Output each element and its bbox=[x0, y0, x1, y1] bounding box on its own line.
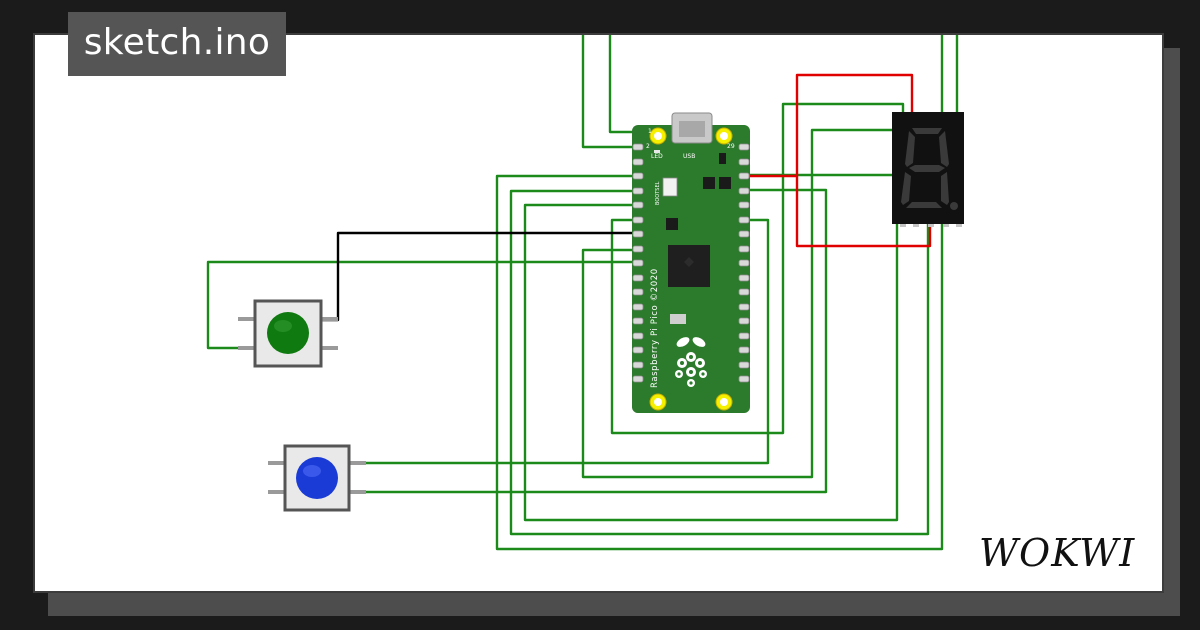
wire-loop-3[interactable] bbox=[495, 174, 944, 551]
pin-label-29: 29 bbox=[727, 143, 735, 150]
chip-small bbox=[719, 153, 726, 164]
pico-board[interactable]: 1 2 29 LED USB BOOTSEL bbox=[632, 112, 750, 413]
led bbox=[654, 150, 660, 153]
wire-loop-1[interactable] bbox=[352, 188, 828, 494]
sketch-title[interactable]: sketch.ino bbox=[68, 12, 286, 76]
seven-segment-display[interactable] bbox=[892, 112, 964, 227]
display-segments bbox=[901, 128, 949, 208]
board-name: Raspberry Pi Pico ©2020 bbox=[650, 268, 660, 388]
flash-pad bbox=[670, 314, 686, 324]
chip-small bbox=[703, 177, 715, 189]
usb-label: USB bbox=[683, 153, 695, 160]
wire-top-1[interactable] bbox=[581, 35, 640, 149]
wire-loop-6[interactable] bbox=[206, 260, 640, 350]
raspberry-logo-icon bbox=[675, 337, 707, 387]
wokwi-logo: WOKWI bbox=[979, 531, 1135, 575]
wire-top-2[interactable] bbox=[608, 35, 640, 134]
led-label: LED bbox=[651, 153, 663, 160]
circuit-canvas[interactable] bbox=[33, 33, 1164, 593]
display-dp bbox=[950, 202, 958, 210]
wire-loop-2[interactable] bbox=[352, 218, 770, 465]
pushbutton-blue[interactable] bbox=[268, 444, 366, 512]
wire-loop-5[interactable] bbox=[523, 203, 899, 522]
ground-wire[interactable] bbox=[322, 231, 640, 322]
wire-disp-a[interactable] bbox=[610, 102, 905, 435]
bootsel-label: BOOTSEL bbox=[655, 181, 661, 205]
wokwi-brand-text: WOKWI bbox=[979, 531, 1135, 575]
chip-small bbox=[666, 218, 678, 230]
power-wire-2[interactable] bbox=[795, 176, 932, 248]
pushbutton-green[interactable] bbox=[238, 299, 338, 368]
wire-loop-4[interactable] bbox=[509, 189, 930, 536]
chip-small bbox=[719, 177, 731, 189]
power-wire[interactable] bbox=[740, 73, 914, 178]
pin-headers[interactable] bbox=[632, 143, 750, 383]
pin-label-1: 1 bbox=[648, 128, 652, 135]
pin-label-2: 2 bbox=[646, 143, 650, 150]
bootsel-button[interactable] bbox=[662, 177, 678, 197]
